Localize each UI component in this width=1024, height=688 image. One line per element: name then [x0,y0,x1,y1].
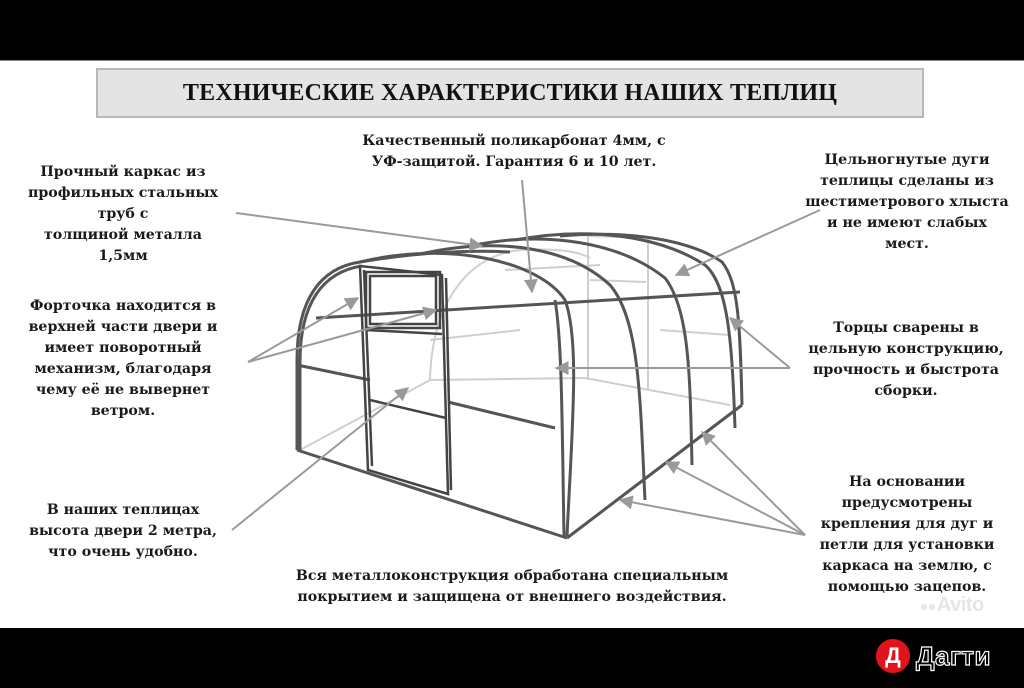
annotation-door-height: В наших теплицах высота двери 2 метра, ч… [29,502,217,560]
leader-lines [231,179,821,536]
infographic-sheet [0,60,1024,629]
brand-badge-icon: Д [876,639,910,673]
brand-name: Дагти [915,640,992,671]
greenhouse-frame [295,232,744,540]
bottom-black-band [0,628,1024,688]
avito-dots-icon: ●● [920,598,936,614]
annotation-base-mounts: На основании предусмотрены крепления для… [819,474,995,595]
vent-window-frame [364,270,443,336]
avito-watermark: ●●Avito [920,594,984,616]
greenhouse-hidden-lines [299,235,731,451]
annotation-vent-window: Форточка находится в верхней части двери… [28,298,218,419]
annotation-solid-arcs: Цельногнутые дуги теплицы сделаны из шес… [805,152,1009,252]
title-banner: ТЕХНИЧЕСКИЕ ХАРАКТЕРИСТИКИ НАШИХ ТЕПЛИЦ [96,68,924,118]
annotation-polycarbonate: Качественный поликарбонат 4мм, с УФ-защи… [362,133,666,170]
annotation-frame-pipes: Прочный каркас из профильных стальных тр… [27,164,219,264]
annotation-metal-coating: Вся металлоконструкция обработана специа… [295,568,729,605]
brand-logo: Д Дагти [876,638,991,674]
annotation-welded-ends: Торцы сварены в цельную конструкцию, про… [808,320,1004,399]
page-title: ТЕХНИЧЕСКИЕ ХАРАКТЕРИСТИКИ НАШИХ ТЕПЛИЦ [182,79,838,106]
top-black-band [0,0,1024,60]
